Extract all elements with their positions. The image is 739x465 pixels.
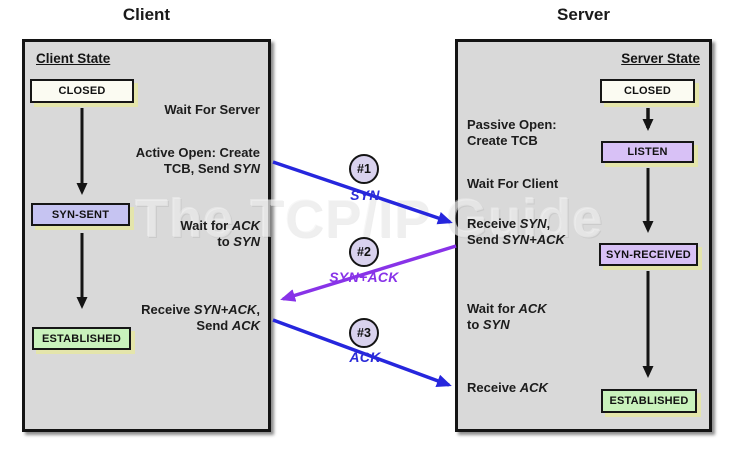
note-text: Create TCB	[467, 133, 538, 148]
client-note-wait-for-ack: Wait for ACK to SYN	[120, 218, 260, 250]
server-note-wait-for-client: Wait For Client	[467, 176, 559, 191]
client-state-syn-sent: SYN-SENT	[31, 203, 130, 226]
note-line: to SYN	[467, 317, 607, 333]
client-state-header: Client State	[36, 51, 111, 66]
server-state-listen: LISTEN	[601, 141, 694, 163]
note-line: Create TCB	[467, 133, 607, 149]
note-line: to SYN	[120, 234, 260, 250]
client-state-closed: CLOSED	[30, 79, 134, 103]
note-text: Receive	[141, 302, 194, 317]
message-3-badge: #3	[349, 318, 379, 348]
note-text-italic: ACK	[518, 301, 547, 316]
server-state-closed: CLOSED	[600, 79, 695, 103]
note-text: Send	[467, 232, 503, 247]
note-line: Send SYN+ACK	[467, 232, 617, 248]
server-note-receive-ack: Receive ACK	[467, 380, 607, 396]
note-text: Wait for	[467, 301, 519, 316]
note-line: TCB, Send SYN	[105, 161, 260, 177]
note-text: Receive	[467, 380, 520, 395]
note-text: Wait for	[180, 218, 232, 233]
note-text-italic: ACK	[231, 218, 260, 233]
server-note-wait-for-ack: Wait for ACK to SYN	[467, 301, 607, 333]
note-text-italic: SYN	[482, 317, 510, 332]
client-panel	[22, 39, 271, 432]
message-2-label: SYN+ACK	[329, 269, 399, 285]
server-state-established: ESTABLISHED	[601, 389, 697, 413]
note-text-italic: SYN	[519, 216, 547, 231]
message-3-label: ACK	[349, 349, 381, 365]
server-note-receive-syn: Receive SYN, Send SYN+ACK	[467, 216, 617, 248]
note-text: to	[217, 234, 234, 249]
note-line: Wait for ACK	[120, 218, 260, 234]
note-line: Send ACK	[105, 318, 260, 334]
server-state-header: Server State	[621, 51, 700, 66]
client-note-wait-for-server: Wait For Server	[164, 102, 260, 117]
note-text: to	[467, 317, 483, 332]
note-line: Receive SYN,	[467, 216, 617, 232]
note-text-italic: SYN+ACK	[502, 232, 565, 247]
note-text-italic: ACK	[231, 318, 260, 333]
note-text: Active Open: Create	[135, 145, 260, 160]
server-state-syn-received: SYN-RECEIVED	[599, 243, 698, 266]
note-text: ,	[256, 302, 260, 317]
note-text: Receive	[467, 216, 520, 231]
note-line: Wait for ACK	[467, 301, 607, 317]
note-text-italic: SYN+ACK	[193, 302, 257, 317]
server-panel	[455, 39, 712, 432]
message-2-badge: #2	[349, 237, 379, 267]
client-note-receive-synack: Receive SYN+ACK, Send ACK	[105, 302, 260, 334]
message-1-label: SYN	[350, 187, 380, 203]
server-note-passive-open: Passive Open: Create TCB	[467, 117, 607, 149]
note-text: Passive Open:	[467, 117, 557, 132]
client-note-active-open: Active Open: Create TCB, Send SYN	[105, 145, 260, 177]
note-text-italic: ACK	[519, 380, 548, 395]
note-text-italic: SYN	[233, 161, 260, 176]
note-line: Receive SYN+ACK,	[105, 302, 260, 318]
note-text: ,	[546, 216, 551, 231]
server-panel-title: Server	[557, 5, 610, 24]
note-line: Active Open: Create	[105, 145, 260, 161]
client-state-established: ESTABLISHED	[32, 327, 131, 350]
client-panel-title: Client	[122, 5, 171, 24]
note-text-italic: SYN	[233, 234, 260, 249]
note-text: Send	[196, 318, 232, 333]
message-1-badge: #1	[349, 154, 379, 184]
note-text: TCB, Send	[163, 161, 234, 176]
note-line: Passive Open:	[467, 117, 607, 133]
